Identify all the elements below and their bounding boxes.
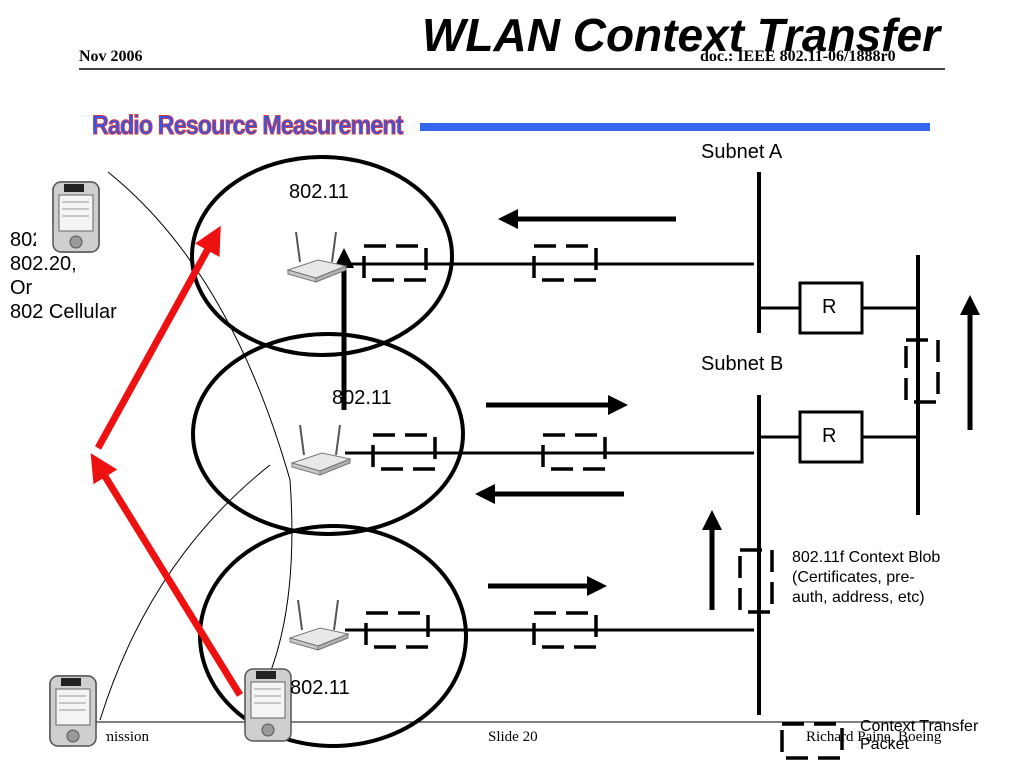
router-bottom-box: [798, 410, 864, 464]
subnet-a-label: Subnet A: [701, 141, 783, 163]
dashed-packet-icon: [362, 244, 607, 649]
legend-packet-icon: [780, 722, 844, 760]
cell-bottom-label: 802.11: [290, 677, 350, 699]
other-networks-label: 802.16, 802.20, Or 802 Cellular: [10, 229, 117, 323]
access-point-icon: [288, 599, 350, 651]
cell-top-label: 802.11: [289, 181, 349, 203]
router-bottom-label: R: [822, 425, 837, 447]
footer-author: Richard Paine, Boeing: [806, 729, 942, 745]
blob-note: 802.11f Context Blob (Certificates, pre-…: [792, 549, 941, 606]
legend-label: Context Transfer Packet: [860, 718, 979, 753]
radio-resource-banner: Radio Resource Measurement: [92, 110, 404, 141]
cell-top: [190, 155, 454, 357]
header-date: Nov 2006: [79, 48, 143, 65]
cell-middle: [191, 332, 465, 536]
access-point-icon: [290, 424, 352, 476]
label-overlap-mask: [36, 226, 54, 252]
access-point-icon: [286, 231, 348, 283]
arrow-icon: [334, 209, 980, 610]
header-doc-id: doc.: IEEE 802.11-06/1888r0: [700, 48, 896, 65]
subnet-b-label: Subnet B: [701, 353, 784, 375]
coverage-curve-right: [107, 171, 293, 701]
router-top-label: R: [822, 296, 837, 318]
cell-middle-label: 802.11: [332, 387, 392, 409]
handoff-arrow-icon: [90, 225, 243, 697]
slide-title: WLAN Context Transfer: [422, 9, 940, 61]
router-top-box: [798, 281, 864, 335]
footer-mask: [70, 726, 106, 748]
dashed-packet-vertical-icon: [738, 338, 940, 614]
footer-slide-number: Slide 20: [488, 729, 538, 745]
pda-device-icon: [244, 668, 292, 742]
